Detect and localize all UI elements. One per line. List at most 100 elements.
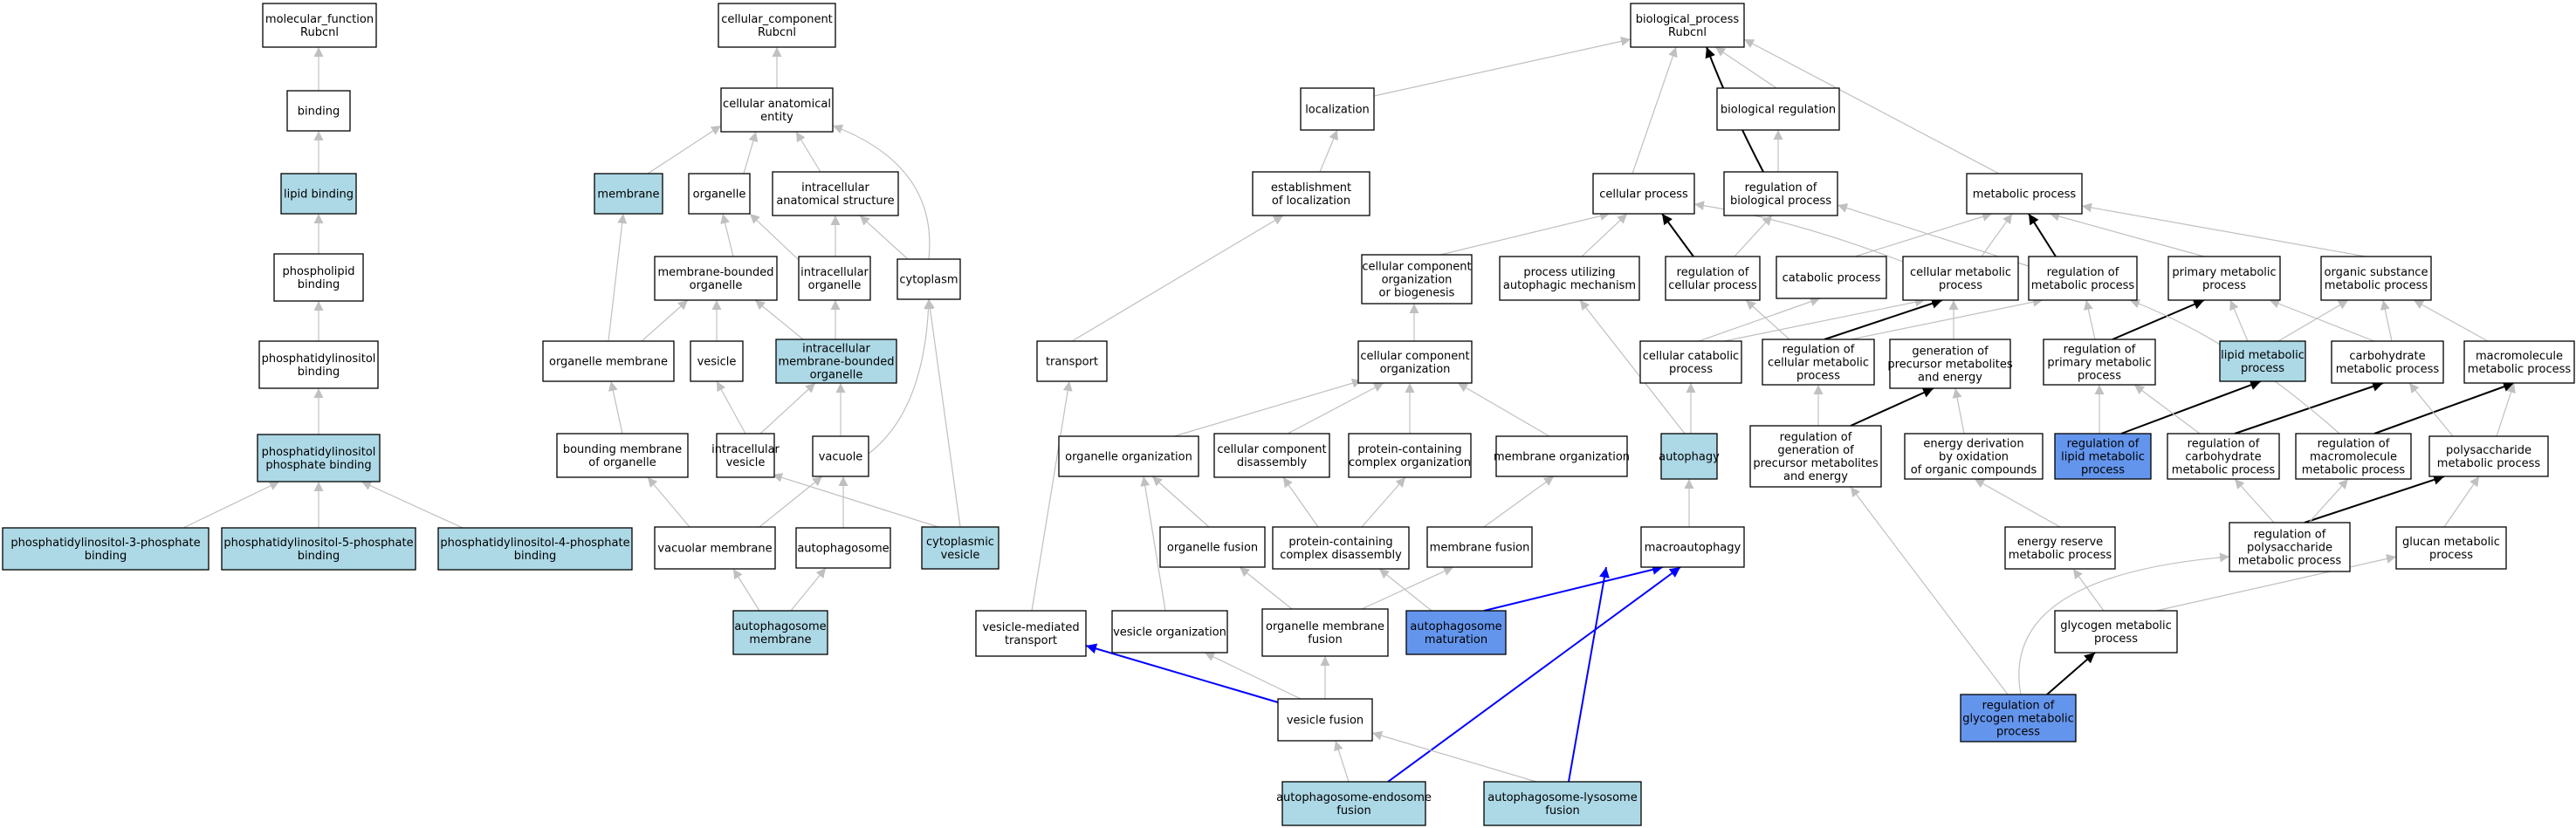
node-mem_fusion[interactable]: membrane fusion bbox=[1426, 526, 1533, 568]
node-label-line: autophagosome bbox=[1410, 620, 1501, 633]
node-organelle[interactable]: organelle bbox=[688, 173, 751, 215]
node-autophagosome[interactable]: autophagosome bbox=[795, 527, 891, 569]
node-ves_fusion[interactable]: vesicle fusion bbox=[1277, 698, 1373, 742]
node-transport[interactable]: transport bbox=[1036, 340, 1108, 382]
edge-cmp-to-metabolic_process bbox=[1981, 213, 2013, 257]
node-label-line: autophagic mechanism bbox=[1503, 279, 1636, 292]
node-localization[interactable]: localization bbox=[1300, 87, 1375, 131]
edge-ivesicle-to-vesicle bbox=[716, 380, 746, 435]
node-box bbox=[2028, 256, 2138, 301]
edge-cytoplasm-to-ias bbox=[859, 215, 909, 260]
node-vesicle[interactable]: vesicle bbox=[690, 340, 744, 382]
node-org_fusion[interactable]: organelle fusion bbox=[1159, 526, 1266, 568]
node-label-line: organelle bbox=[810, 369, 863, 382]
node-label-line: precursor metabolites bbox=[1753, 457, 1878, 470]
node-org_org[interactable]: organelle organization bbox=[1058, 435, 1199, 477]
node-vacuole[interactable]: vacuole bbox=[812, 435, 869, 477]
node-label-line: vacuole bbox=[819, 451, 863, 464]
node-bio_reg[interactable]: biological regulation bbox=[1716, 87, 1840, 131]
node-label-line: organelle bbox=[808, 279, 862, 292]
node-cellular_process[interactable]: cellular process bbox=[1592, 173, 1695, 215]
edge-autophagosome_membrane-to-autophagosome bbox=[790, 567, 827, 612]
node-box bbox=[1495, 435, 1628, 477]
node-membrane[interactable]: membrane bbox=[594, 173, 663, 215]
edge-glycogen_mp-to-glucan_mp bbox=[2155, 554, 2397, 612]
node-label-line: cellular metabolic bbox=[1910, 266, 2011, 279]
node-autophagy[interactable]: autophagy bbox=[1659, 433, 1720, 480]
node-label-line: binding bbox=[298, 278, 340, 291]
node-macroautophagy[interactable]: macroautophagy bbox=[1640, 526, 1745, 568]
node-lipid_binding[interactable]: lipid binding bbox=[280, 173, 357, 215]
edge-reg_cp-to-reg_bp bbox=[1734, 215, 1773, 257]
node-mem_org[interactable]: membrane organization bbox=[1494, 435, 1630, 477]
node-label-line: vesicle-mediated bbox=[982, 621, 1079, 634]
node-label-line: biological_process bbox=[1636, 13, 1740, 26]
node-cytoplasm[interactable]: cytoplasm bbox=[896, 258, 961, 300]
edge-reg_cmp-to-cmp bbox=[1824, 298, 1943, 340]
node-label-line: maturation bbox=[1425, 633, 1487, 647]
node-ves_org[interactable]: vesicle organization bbox=[1111, 610, 1228, 654]
node-org_membrane[interactable]: organelle membrane bbox=[542, 340, 675, 382]
node-vac_membrane[interactable]: vacuolar membrane bbox=[654, 526, 776, 570]
node-metabolic_process[interactable]: metabolic process bbox=[1966, 173, 2083, 215]
node-catabolic[interactable]: catabolic process bbox=[1776, 256, 1887, 299]
node-binding[interactable]: binding bbox=[286, 90, 351, 132]
edge-pi4p_binding-to-ptdins_p_binding bbox=[361, 481, 464, 529]
edge-cytoplasm-to-cae bbox=[832, 124, 931, 260]
